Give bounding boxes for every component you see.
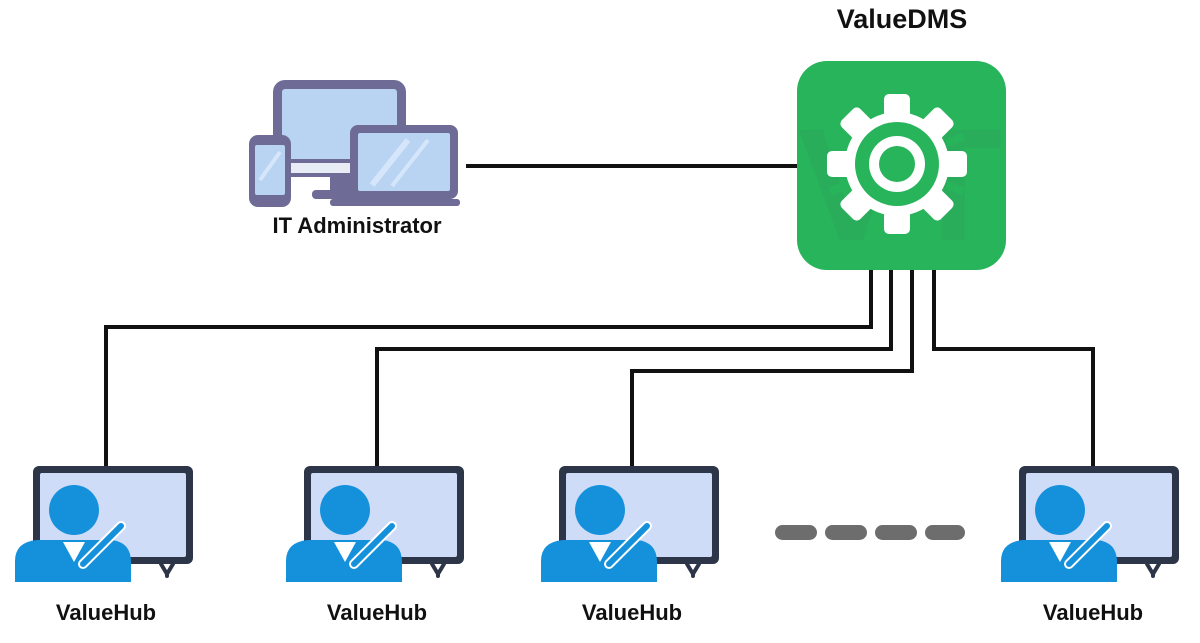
presenter-board-icon [15,466,193,582]
hub-node-2 [286,466,464,582]
hub-label-4: ValueHub [1042,600,1144,625]
server-title: ValueDMS [836,4,968,34]
presenter-board-icon [541,466,719,582]
hub-node-4 [1001,466,1179,582]
devices-icon [249,80,460,207]
server-to-hub-1-line [104,268,873,466]
server-to-hub-4-line [932,268,1095,466]
server-to-hub-3-line [630,268,914,466]
hub-label-1: ValueHub [55,600,157,625]
hub-label-2: ValueHub [326,600,428,625]
hub-node-1 [15,466,193,582]
admin-label: IT Administrator [272,213,442,238]
hub-node-3 [541,466,719,582]
presenter-board-icon [1001,466,1179,582]
presenter-board-icon [286,466,464,582]
hub-label-3: ValueHub [581,600,683,625]
server-node: VT [797,61,1006,274]
connector-lines [104,164,1095,466]
gear-icon [827,94,967,234]
ellipsis-dashes-icon [775,525,965,540]
server-to-hub-2-line [375,268,893,466]
